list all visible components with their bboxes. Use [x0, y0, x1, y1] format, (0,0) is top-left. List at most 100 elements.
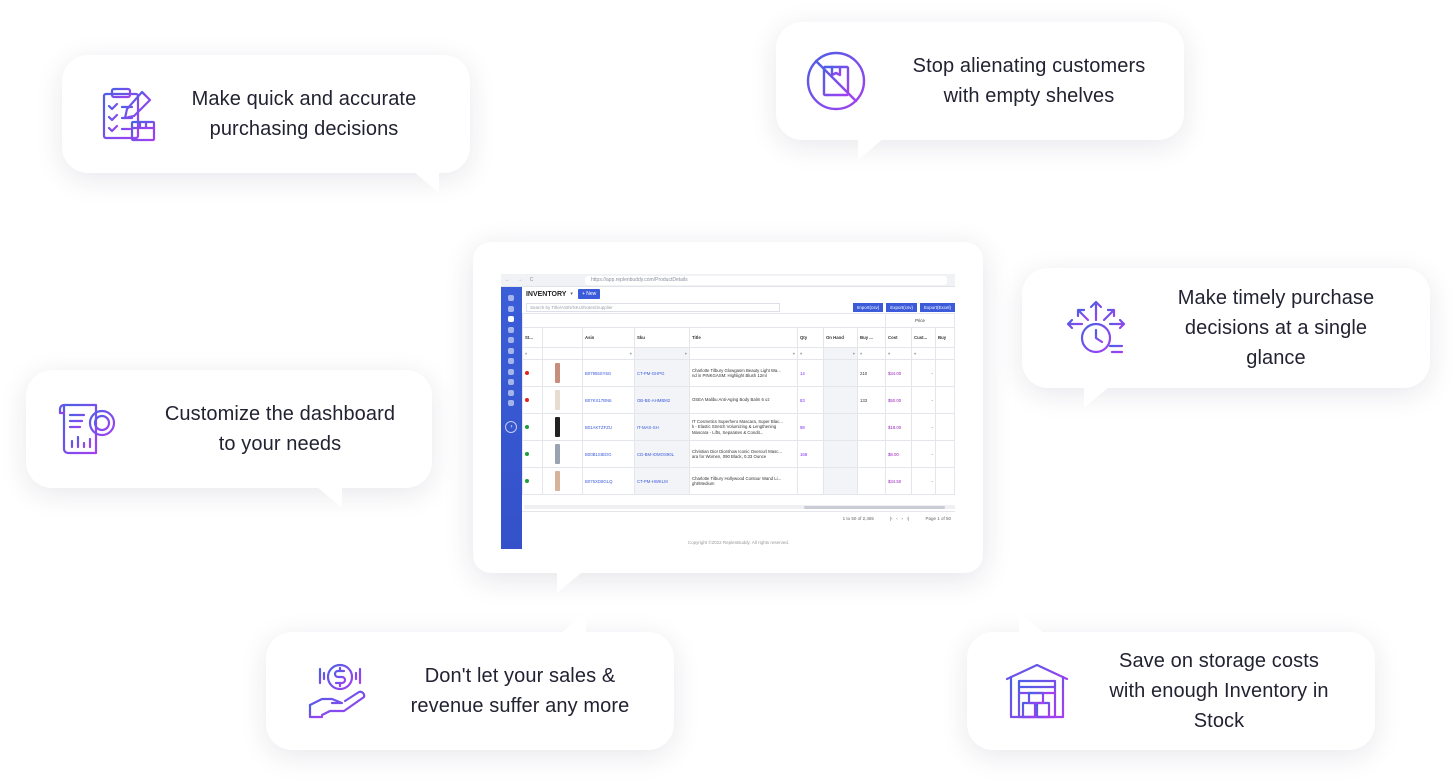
col-header[interactable]: Qty	[796, 327, 824, 348]
onhand-cell	[822, 467, 858, 495]
product-screenshot-card: ← → C https://app.replenbuddy.com/Produc…	[473, 242, 983, 573]
sku-cell[interactable]: CT-PM-HWKLM	[633, 467, 690, 495]
sidebar-cart-icon[interactable]	[508, 337, 515, 343]
product-thumbnail	[554, 470, 560, 491]
image-cell	[541, 467, 583, 495]
title-line: Charlotte Tilbury Hollywood Contour Wand…	[691, 475, 782, 481]
filter-cell[interactable]: ▾	[521, 347, 543, 360]
asin-link[interactable]: B07KX17BN6	[584, 397, 612, 403]
title-cell: Charlotte Tilbury Hollywood Contour Wand…	[688, 467, 798, 495]
filter-cell[interactable]: ▾	[581, 347, 635, 360]
sidebar-orders-icon[interactable]	[508, 347, 515, 354]
sidebar-dashboard-icon[interactable]	[508, 295, 515, 301]
export-csv-button[interactable]: Export(csv)	[886, 302, 917, 312]
col-header[interactable]	[541, 327, 583, 348]
clock-arrows-icon	[1066, 300, 1126, 354]
sku-link[interactable]: IT-MAS-SH	[636, 424, 659, 430]
filter-cell[interactable]: ▾	[822, 347, 858, 360]
sku-cell[interactable]: CD-BM-IOMOS90L	[633, 440, 690, 468]
title-cell: Charlotte Tilbury Glowgasm Beauty Light …	[688, 359, 798, 387]
horizontal-scrollbar[interactable]	[523, 505, 955, 509]
asin-cell[interactable]: B075XD8GLQ	[581, 467, 635, 495]
sidebar-gear-icon[interactable]	[508, 389, 515, 396]
title-line: Christian Dior Diorshow Iconic Overcurl …	[691, 448, 782, 454]
col-header[interactable]: Cust...	[910, 327, 936, 348]
asin-link[interactable]: B07955SY5G	[584, 370, 612, 376]
new-button[interactable]: + New	[577, 289, 601, 299]
buy-extra-cell	[934, 440, 955, 468]
table-row[interactable]: B075XD8GLQ CT-PM-HWKLM Charlotte Tilbury H…	[521, 467, 955, 495]
sidebar-warning-icon[interactable]	[508, 368, 515, 375]
title-line: IT Cosmetics Superhero Mascara, Super Bl…	[691, 418, 783, 424]
sku-link[interactable]: OB-BE-AHMBM2	[636, 397, 671, 403]
sku-cell[interactable]: OB-BE-AHMBM2	[633, 386, 690, 414]
asin-link[interactable]: B01AKTZFZU	[584, 424, 612, 430]
status-cell	[521, 440, 543, 468]
browser-nav-buttons[interactable]: ← → C	[505, 277, 537, 283]
title-line: Charlotte Tilbury Glowgasm Beauty Light …	[691, 367, 781, 373]
col-header[interactable]: St...	[521, 327, 543, 348]
sidebar-user-icon[interactable]	[508, 379, 515, 385]
title-line: OSEA Malibu Anti-Aging Body Balm 6 oz	[691, 397, 770, 403]
col-header[interactable]: Title	[688, 327, 798, 348]
cust-cell: -	[910, 440, 936, 468]
image-cell	[541, 440, 583, 468]
status-cell	[521, 386, 543, 414]
filter-cell[interactable]: ▾	[884, 347, 912, 360]
inventory-table: Price St... Asin Sku Title Qty On Hand B…	[521, 313, 955, 495]
col-header[interactable]: On Hand	[822, 327, 858, 348]
sidebar-suppliers-icon[interactable]	[508, 358, 515, 364]
feature-card-shelves: Stop alienating customers with empty she…	[776, 22, 1184, 160]
buy-cell: 133	[856, 386, 886, 414]
qty-cell: 98	[796, 413, 824, 441]
table-row[interactable]: B00B1SIBOG CD-BM-IOMOS90L Christian Dior D…	[521, 440, 955, 468]
table-row[interactable]: B07KX17BN6 OB-BE-AHMBM2 OSEA Malibu Anti-A…	[521, 386, 955, 414]
asin-cell[interactable]: B01AKTZFZU	[581, 413, 635, 441]
search-input[interactable]: Search by Title/ASIN/SKU/Notes/Supplier	[525, 302, 780, 312]
import-csv-button[interactable]: Import(csv)	[852, 302, 884, 312]
filter-cell[interactable]: ▾	[796, 347, 824, 360]
col-header[interactable]: Sku	[633, 327, 690, 348]
asin-cell[interactable]: B07KX17BN6	[581, 386, 635, 414]
sidebar-settings-icon[interactable]	[508, 305, 515, 312]
sidebar-expand-icon[interactable]: ›	[505, 420, 518, 433]
sku-link[interactable]: CT-PM-GHPG	[636, 370, 665, 376]
browser-bar: ← → C https://app.replenbuddy.com/Produc…	[501, 274, 955, 287]
browser-url[interactable]: https://app.replenbuddy.com/ProductDetai…	[585, 275, 947, 285]
table-row[interactable]: B07955SY5G CT-PM-GHPG Charlotte Tilbury Gl…	[521, 359, 955, 387]
sku-link[interactable]: CT-PM-HWKLM	[636, 478, 668, 484]
filter-cell[interactable]: ▾	[856, 347, 886, 360]
filter-cell[interactable]: ▾	[633, 347, 690, 360]
sku-link[interactable]: CD-BM-IOMOS90L	[636, 451, 674, 457]
col-header[interactable]: Cost	[884, 327, 912, 348]
title-cell: Christian Dior Diorshow Iconic Overcurl …	[688, 440, 798, 468]
sku-cell[interactable]: CT-PM-GHPG	[633, 359, 690, 387]
col-header[interactable]: Buy ...	[856, 327, 886, 348]
filter-cell[interactable]: ▾	[910, 347, 936, 360]
col-header[interactable]: Buy	[934, 327, 955, 348]
no-box-icon	[806, 51, 866, 111]
qty-cell: 168	[796, 440, 824, 468]
col-header[interactable]: Asin	[581, 327, 635, 348]
pagination-controls[interactable]: |‹ ‹ › ›|	[889, 516, 910, 521]
asin-cell[interactable]: B00B1SIBOG	[581, 440, 635, 468]
qty-cell: 14	[796, 359, 824, 387]
sidebar-logout-icon[interactable]	[508, 400, 515, 406]
sidebar-alerts-icon[interactable]	[508, 326, 515, 333]
chevron-down-icon[interactable]: ▾	[570, 291, 573, 297]
pagination: 1 to 50 of 2,465 |‹ ‹ › ›| Page 1 of 50	[521, 511, 955, 525]
asin-link[interactable]: B075XD8GLQ	[584, 478, 613, 484]
module-title[interactable]: INVENTORY	[525, 290, 567, 298]
asin-link[interactable]: B00B1SIBOG	[584, 451, 612, 457]
bubble-tail	[316, 486, 342, 508]
sidebar-inventory-icon[interactable]	[508, 316, 515, 322]
feature-text: Stop alienating customers with empty she…	[912, 55, 1146, 107]
asin-cell[interactable]: B07955SY5G	[581, 359, 635, 387]
table-row[interactable]: B01AKTZFZU IT-MAS-SH IT Cosmetics Superher…	[521, 413, 955, 441]
feature-text: Customize the dashboard to your needs	[164, 403, 396, 455]
sku-cell[interactable]: IT-MAS-SH	[633, 413, 690, 441]
report-magnifier-icon	[58, 403, 116, 457]
export-excel-button[interactable]: Export(Excel)	[919, 302, 955, 312]
filter-cell[interactable]: ▾	[688, 347, 798, 360]
onhand-cell	[822, 413, 858, 441]
